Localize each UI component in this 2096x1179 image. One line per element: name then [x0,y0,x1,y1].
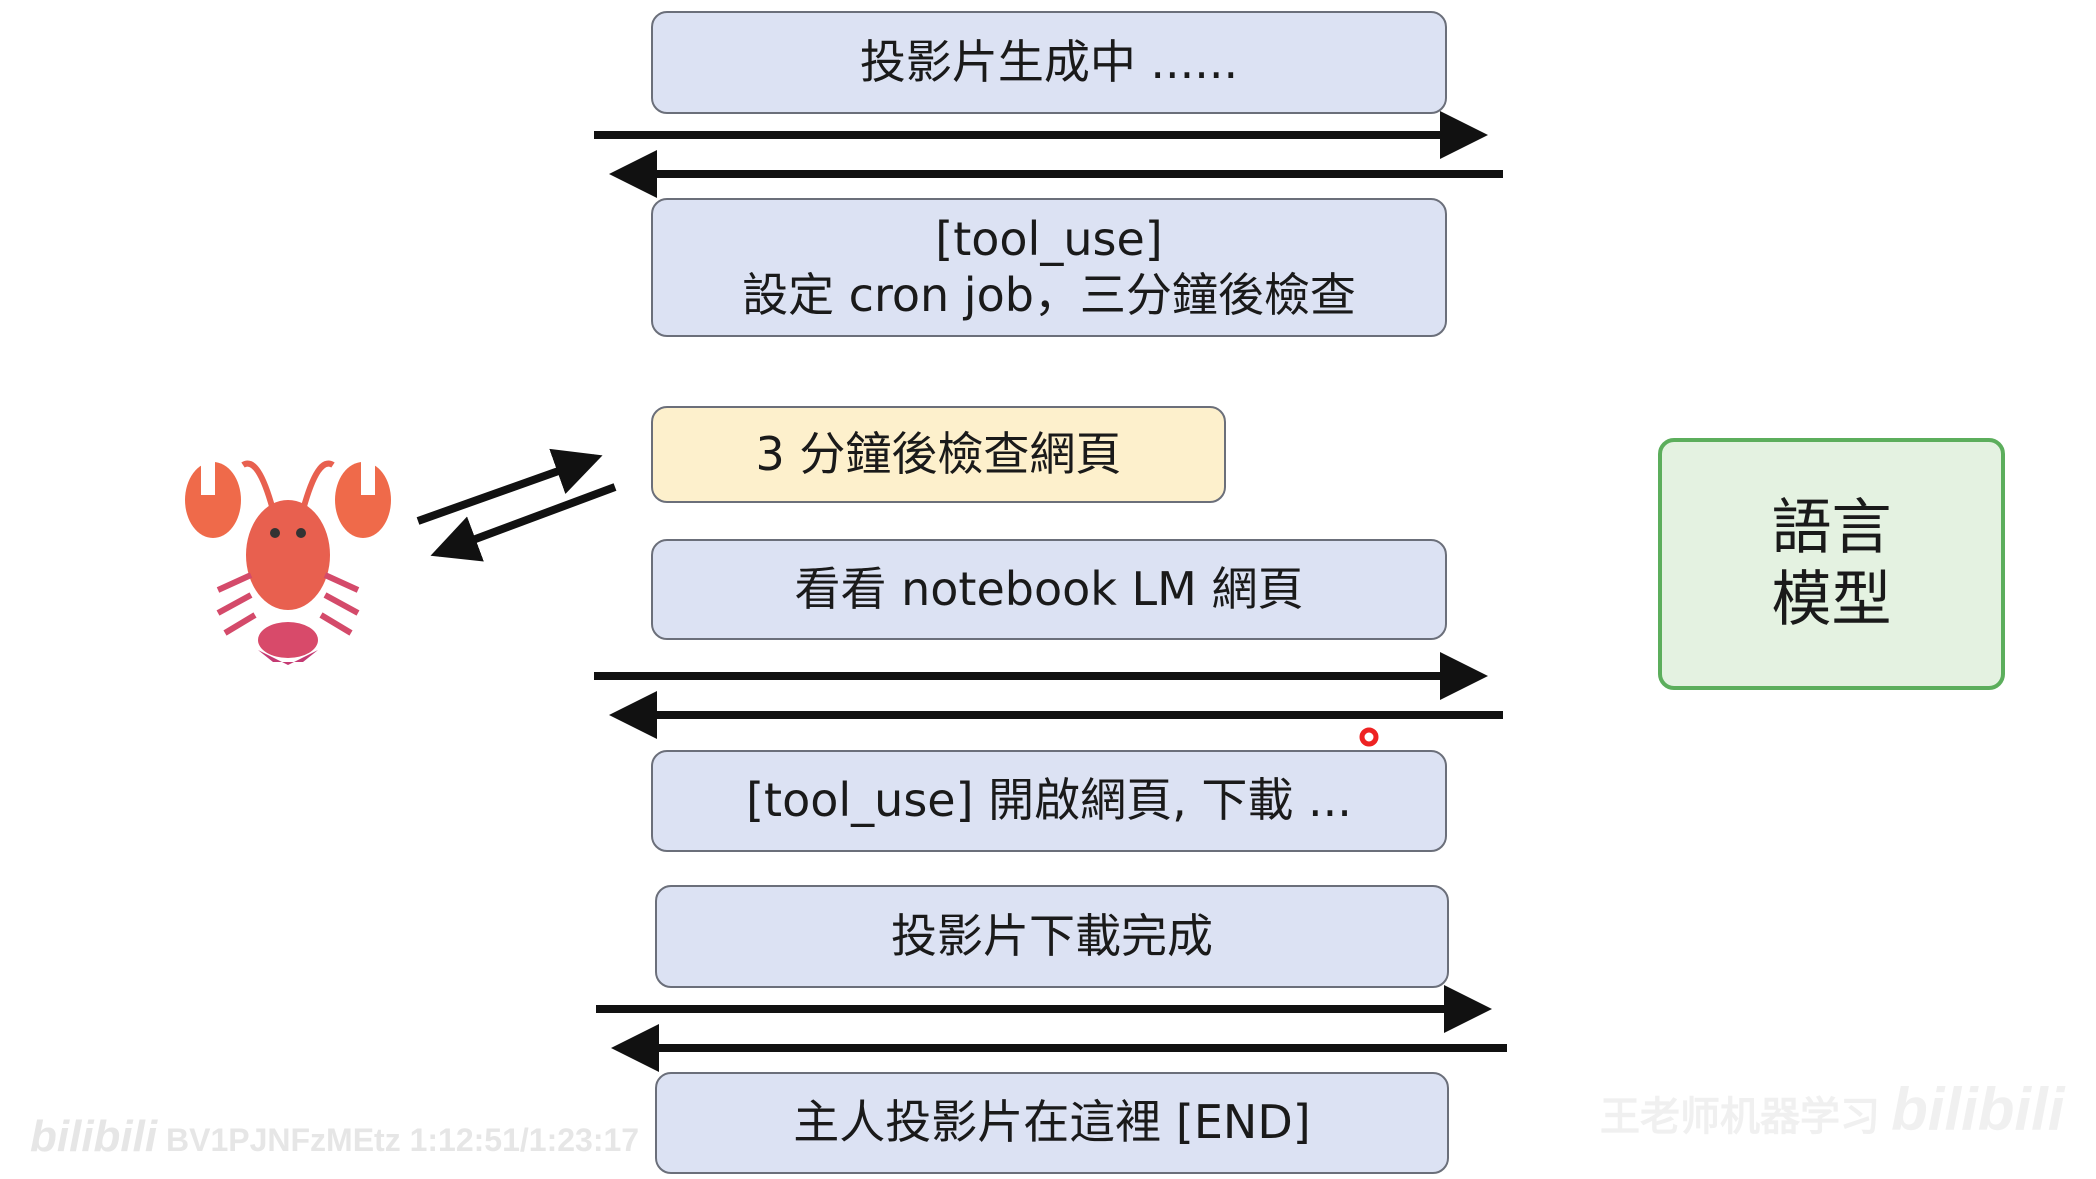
watermark-left: bilibili BV1PJNFzMEtz 1:12:51/1:23:17 [30,1112,639,1162]
channel-name: 王老师机器学习 [1600,1095,1880,1139]
language-model-box: 語言 模型 [1658,438,2005,690]
message-view-notebooklm: 看看 notebook LM 網頁 [651,539,1447,640]
message-tool-use-cron: [tool_use] 設定 cron job，三分鐘後檢查 [651,198,1447,337]
message-generating: 投影片生成中 ...... [651,11,1447,114]
video-id: BV1PJNFzMEtz [166,1122,401,1158]
lobster-icon [185,455,391,665]
watermark-right: 王老师机器学习 bilibili [1600,1075,2064,1144]
message-tool-use-download: [tool_use] 開啟網頁, 下載 ... [651,750,1447,852]
message-check-after-3-min: 3 分鐘後檢查網頁 [651,406,1226,503]
message-text: [tool_use] 開啟網頁, 下載 ... [746,773,1352,828]
message-text: 主人投影片在這裡 [END] [793,1095,1311,1150]
message-end: 主人投影片在這裡 [END] [655,1072,1449,1174]
message-text: 3 分鐘後檢查網頁 [755,426,1122,481]
message-text: 設定 cron job，三分鐘後檢查 [742,267,1356,322]
message-text: 投影片生成中 ...... [859,34,1239,89]
bilibili-logo: bilibili [30,1112,158,1161]
bilibili-logo: bilibili [1891,1076,2065,1143]
message-text: [tool_use] [935,212,1163,267]
message-download-complete: 投影片下載完成 [655,885,1449,988]
arrow-diagonal-down [430,483,617,562]
message-text: 看看 notebook LM 網頁 [794,561,1304,616]
arrow-diagonal-up [416,448,603,525]
cursor-dot [1359,727,1379,747]
message-text: 投影片下載完成 [891,908,1213,963]
model-label: 語言 [1771,493,1892,563]
video-time: 1:12:51/1:23:17 [409,1122,640,1158]
model-label: 模型 [1771,565,1892,635]
